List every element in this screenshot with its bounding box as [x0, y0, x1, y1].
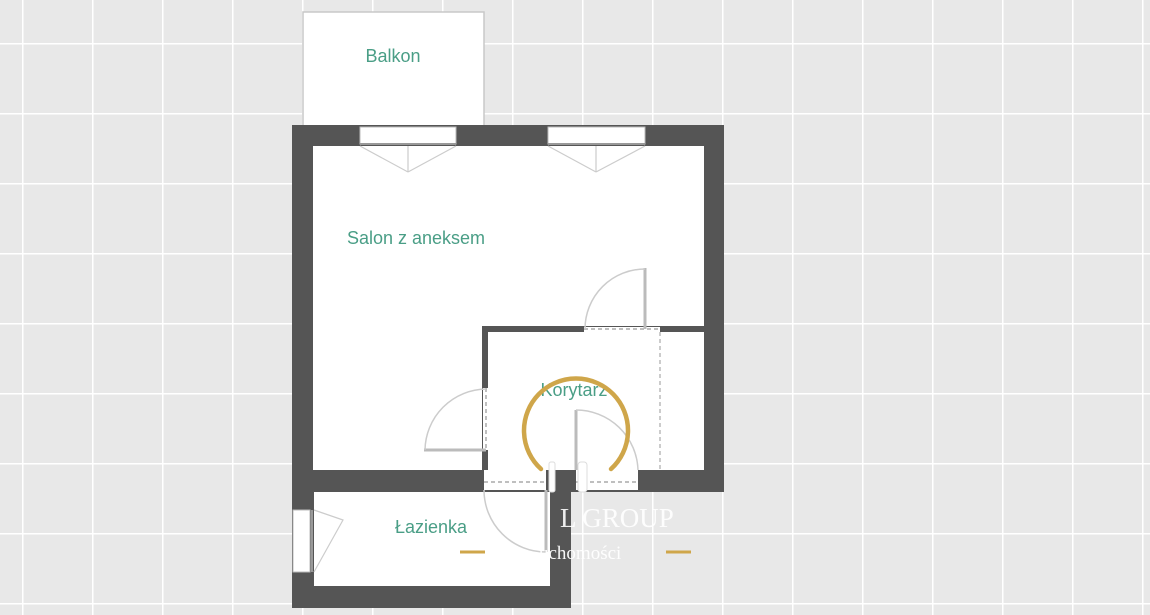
bathroom-floor — [314, 492, 550, 586]
watermark-logo: L GROUP uchomości — [460, 376, 691, 564]
room-label-bathroom: Łazienka — [395, 517, 468, 537]
door-corridor-top — [584, 268, 660, 332]
room-label-balcony: Balkon — [365, 46, 420, 66]
window-right — [547, 126, 646, 173]
watermark-ring-icon — [521, 376, 631, 472]
watermark-brand: L GROUP — [560, 503, 674, 533]
room-label-corridor: Korytarz — [540, 380, 607, 400]
watermark-subtitle: uchomości — [539, 543, 621, 564]
corridor-floor — [488, 332, 704, 470]
window-bathroom — [292, 509, 344, 573]
balcony-area — [302, 11, 485, 127]
door-corridor-left — [424, 388, 488, 452]
window-left — [359, 126, 457, 173]
watermark-mark-right — [577, 461, 588, 493]
watermark-mark-left — [548, 461, 556, 493]
door-bathroom — [483, 470, 548, 553]
room-label-living: Salon z aneksem — [347, 228, 485, 248]
